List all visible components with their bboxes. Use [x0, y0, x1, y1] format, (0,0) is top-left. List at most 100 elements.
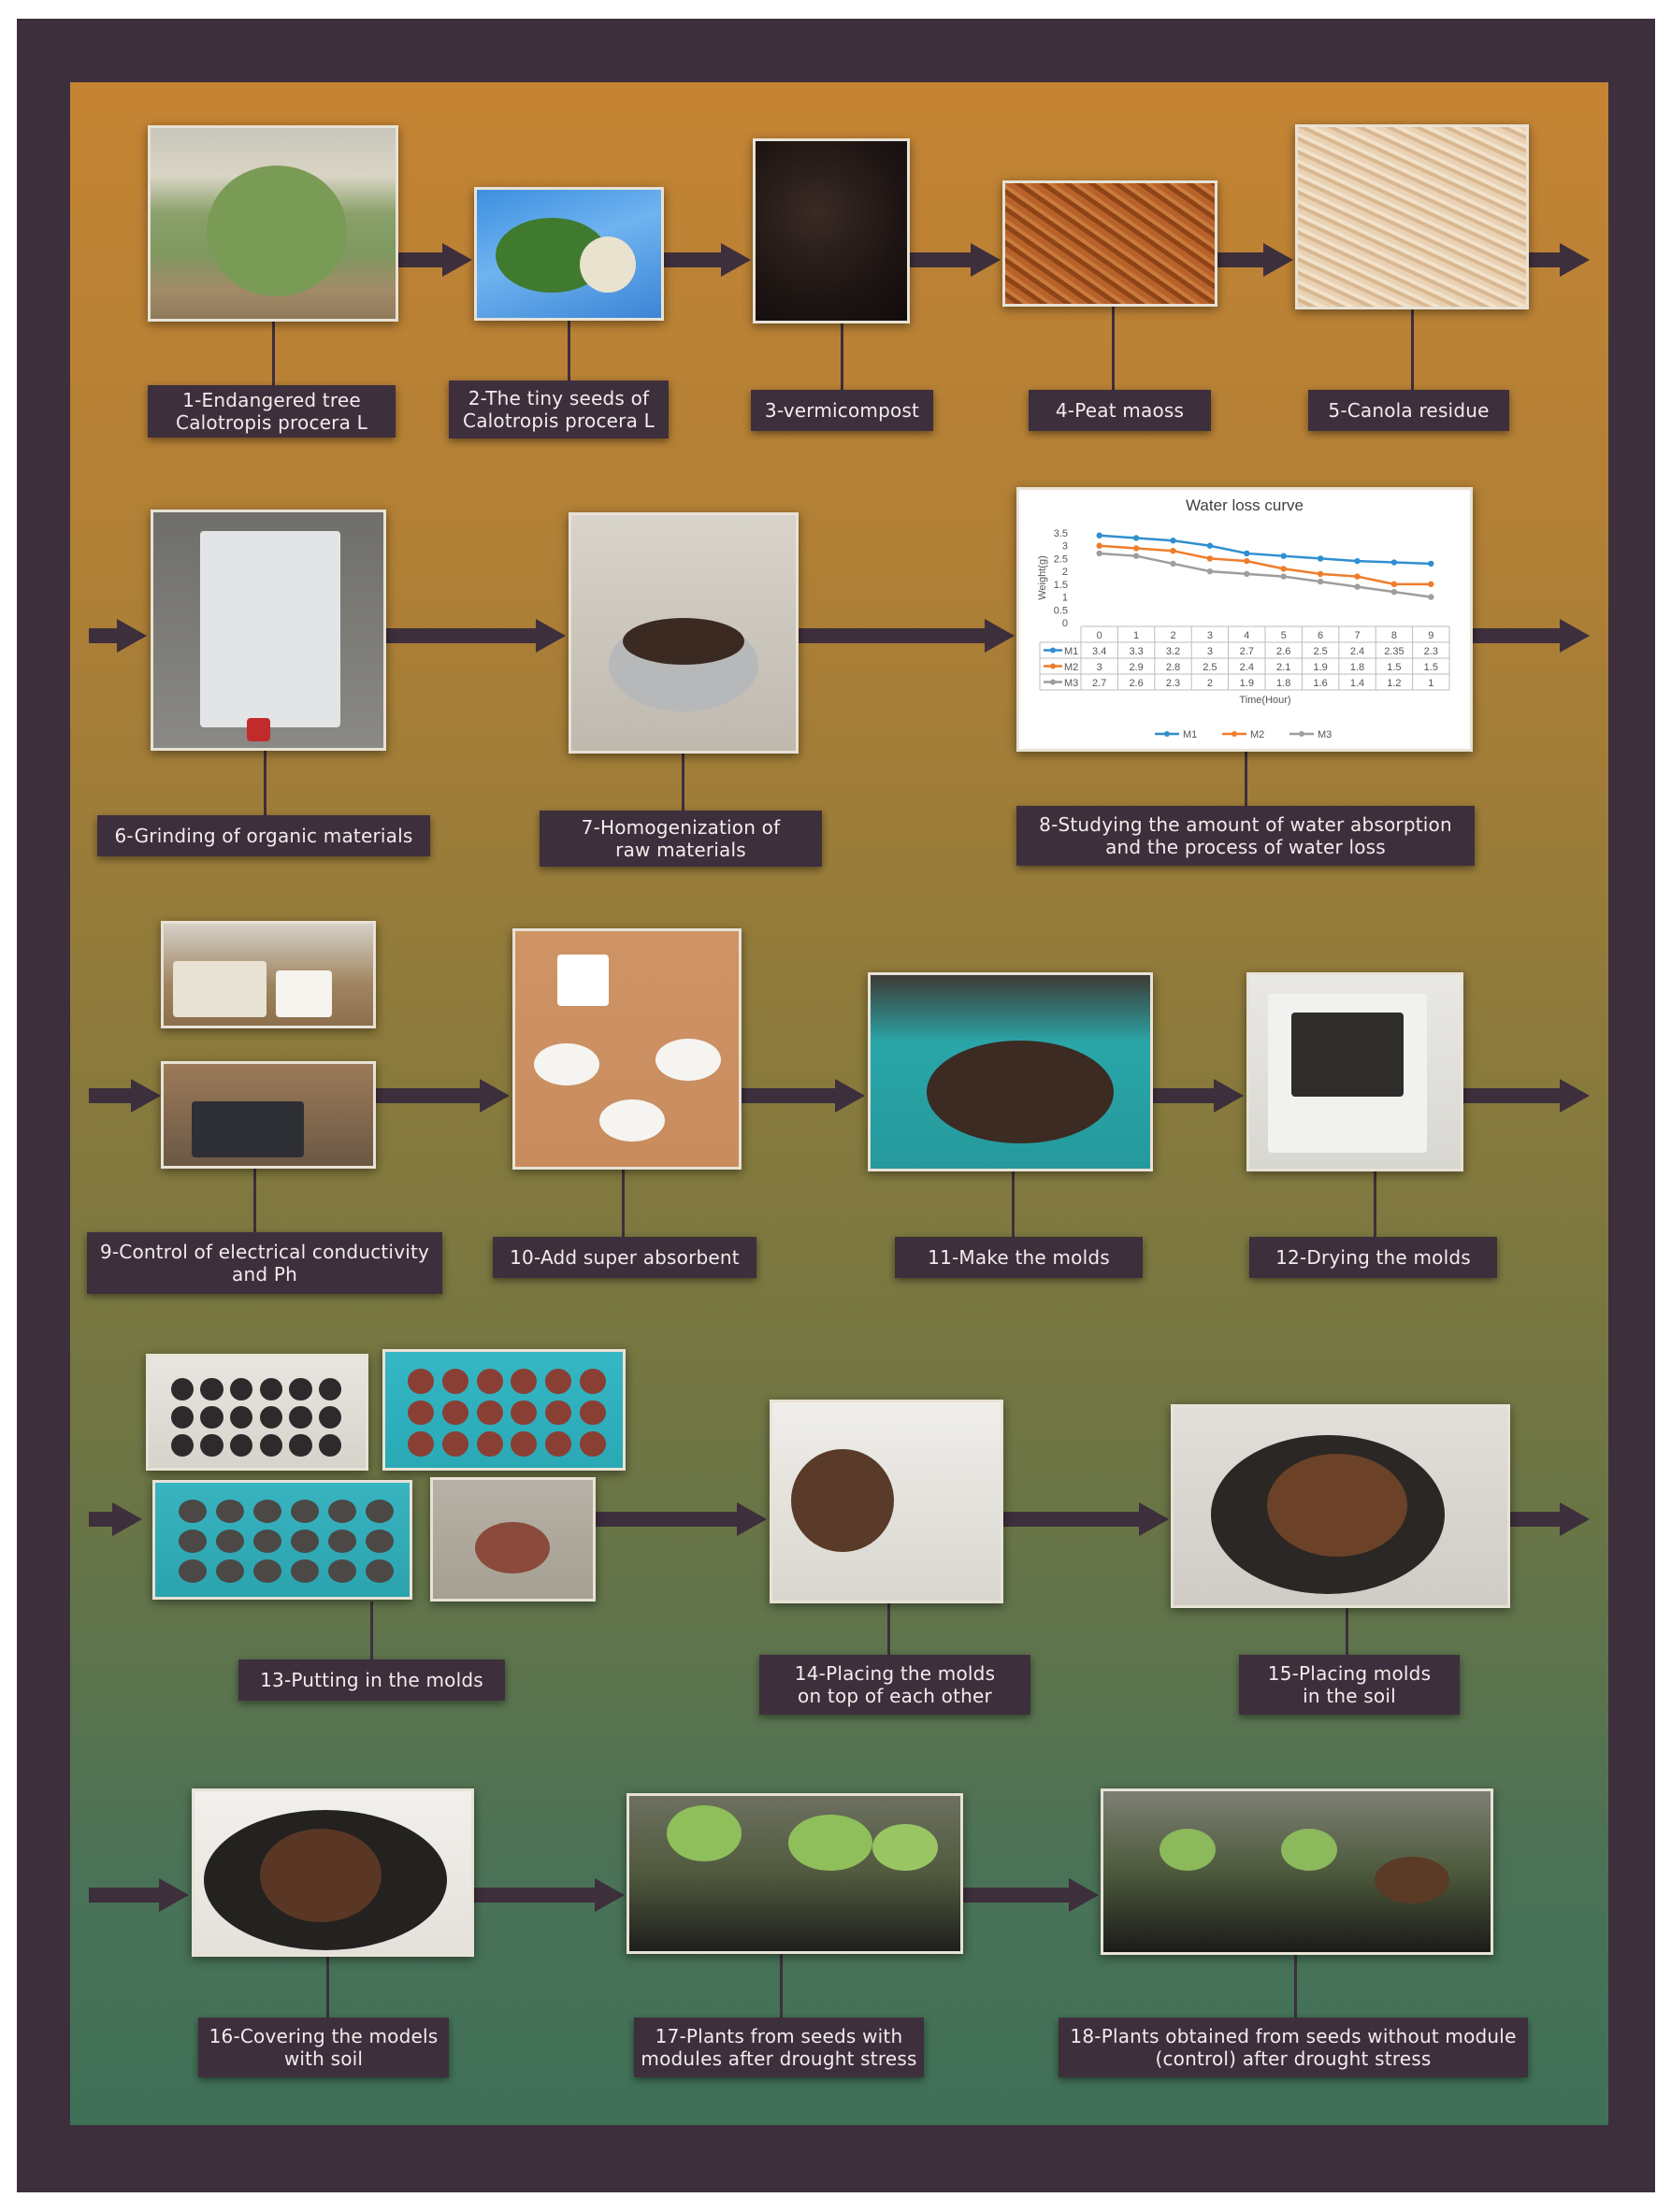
mold-disc	[442, 1369, 468, 1394]
photo-detail	[247, 718, 270, 741]
connector-line	[1346, 1608, 1348, 1655]
data-label: 2.5	[1313, 646, 1327, 657]
mold-disc	[178, 1558, 208, 1583]
step-label-line: 18-Plants obtained from seeds without mo…	[1070, 2025, 1517, 2047]
data-point-M1	[1390, 559, 1398, 566]
flow-arrow	[1153, 1079, 1244, 1113]
data-label: 1.5	[1387, 662, 1401, 673]
mold-disc	[259, 1406, 282, 1429]
plants-control-photo	[1101, 1788, 1493, 1955]
series-line-M1	[1099, 534, 1432, 566]
flow-arrow	[1463, 1079, 1590, 1113]
x-tick-label: 6	[1318, 630, 1323, 641]
mold-disc	[511, 1400, 538, 1426]
data-point-M2	[1354, 573, 1361, 580]
mold-disc	[289, 1434, 312, 1457]
data-label: 2.4	[1240, 662, 1254, 673]
data-label: 2.9	[1129, 662, 1143, 673]
y-axis-label: Weight(g)	[1037, 555, 1048, 599]
mold-disc	[319, 1434, 342, 1457]
data-point-M3	[1354, 583, 1361, 590]
peat-moss-photo	[1002, 180, 1217, 307]
x-tick-label: 3	[1207, 630, 1213, 641]
data-point-M1	[1354, 557, 1361, 565]
data-point-M2	[1428, 581, 1434, 588]
series-name: M3	[1064, 678, 1078, 689]
data-point-M1	[1244, 550, 1250, 557]
mold-disc	[327, 1500, 357, 1524]
mold-disc	[215, 1500, 245, 1524]
data-point-M3	[1428, 594, 1434, 600]
connector-line	[1411, 309, 1414, 390]
mold-disc	[545, 1431, 571, 1457]
step-label-line: 14-Placing the molds	[794, 1662, 996, 1685]
data-label: 3	[1207, 646, 1213, 657]
data-point-M1	[1428, 560, 1434, 567]
step-label-line: in the soil	[1303, 1685, 1396, 1707]
data-label: 3.2	[1166, 646, 1180, 657]
data-point-M2	[1390, 581, 1398, 588]
legend-label-M3: M3	[1318, 729, 1332, 740]
mold-disc	[252, 1558, 282, 1583]
data-label: 1.8	[1350, 662, 1364, 673]
mold-disc	[290, 1500, 320, 1524]
flow-arrow	[474, 1878, 625, 1912]
mold-disc	[259, 1378, 282, 1400]
mold-tray-grey-photo	[152, 1480, 412, 1600]
data-label: 2.7	[1092, 678, 1106, 689]
photo-detail	[1267, 1454, 1407, 1557]
step-label-3: 3-vermicompost	[751, 390, 933, 431]
photo-detail	[1160, 1829, 1216, 1871]
data-point-M2	[1244, 557, 1250, 565]
table-legend-marker	[1050, 647, 1056, 654]
flow-arrow	[89, 619, 147, 653]
photo-detail	[599, 1099, 665, 1142]
data-point-M2	[1132, 545, 1140, 552]
data-label: 1.2	[1387, 678, 1401, 689]
stacked-molds-photo	[770, 1400, 1003, 1603]
legend-marker-M2	[1232, 731, 1237, 737]
photo-detail	[557, 955, 609, 1006]
data-label: 1.5	[1424, 662, 1438, 673]
data-label: 2.4	[1350, 646, 1364, 657]
flow-arrow	[1217, 243, 1293, 277]
y-tick-label: 1	[1062, 593, 1068, 604]
x-tick-label: 7	[1354, 630, 1360, 641]
photo-detail	[1291, 1013, 1404, 1097]
series-name: M1	[1064, 646, 1078, 657]
mold-disc	[230, 1378, 253, 1400]
data-label: 2.3	[1166, 678, 1180, 689]
step-label-line: and the process of water loss	[1105, 836, 1386, 858]
data-label: 2	[1207, 678, 1213, 689]
x-tick-label: 1	[1133, 630, 1139, 641]
connector-line	[264, 751, 266, 815]
mold-disc	[252, 1529, 282, 1554]
grinder-photo	[151, 510, 386, 751]
mold-disc	[230, 1434, 253, 1457]
flow-arrow	[910, 243, 1001, 277]
mold-disc	[365, 1558, 395, 1583]
mold-disc	[579, 1369, 606, 1394]
step-label-line: 10-Add super absorbent	[510, 1246, 740, 1269]
step-label-8: 8-Studying the amount of water absorptio…	[1016, 806, 1475, 866]
data-label: 3.3	[1129, 646, 1143, 657]
connector-line	[253, 1169, 256, 1232]
connector-line	[1294, 1955, 1297, 2018]
step-label-line: 3-vermicompost	[764, 399, 920, 422]
mold-disc	[200, 1378, 223, 1400]
step-label-line: 17-Plants from seeds with	[655, 2025, 903, 2047]
mold-in-soil-photo	[1171, 1404, 1510, 1608]
data-point-M2	[1280, 566, 1287, 572]
mold-disc	[476, 1369, 503, 1394]
data-point-M3	[1280, 573, 1287, 580]
photo-detail	[192, 1101, 304, 1157]
step-label-line: 7-Homogenization of	[581, 816, 781, 839]
step-label-line: 1-Endangered tree	[182, 389, 361, 411]
mold-disc	[178, 1500, 208, 1524]
data-label: 1	[1428, 678, 1433, 689]
